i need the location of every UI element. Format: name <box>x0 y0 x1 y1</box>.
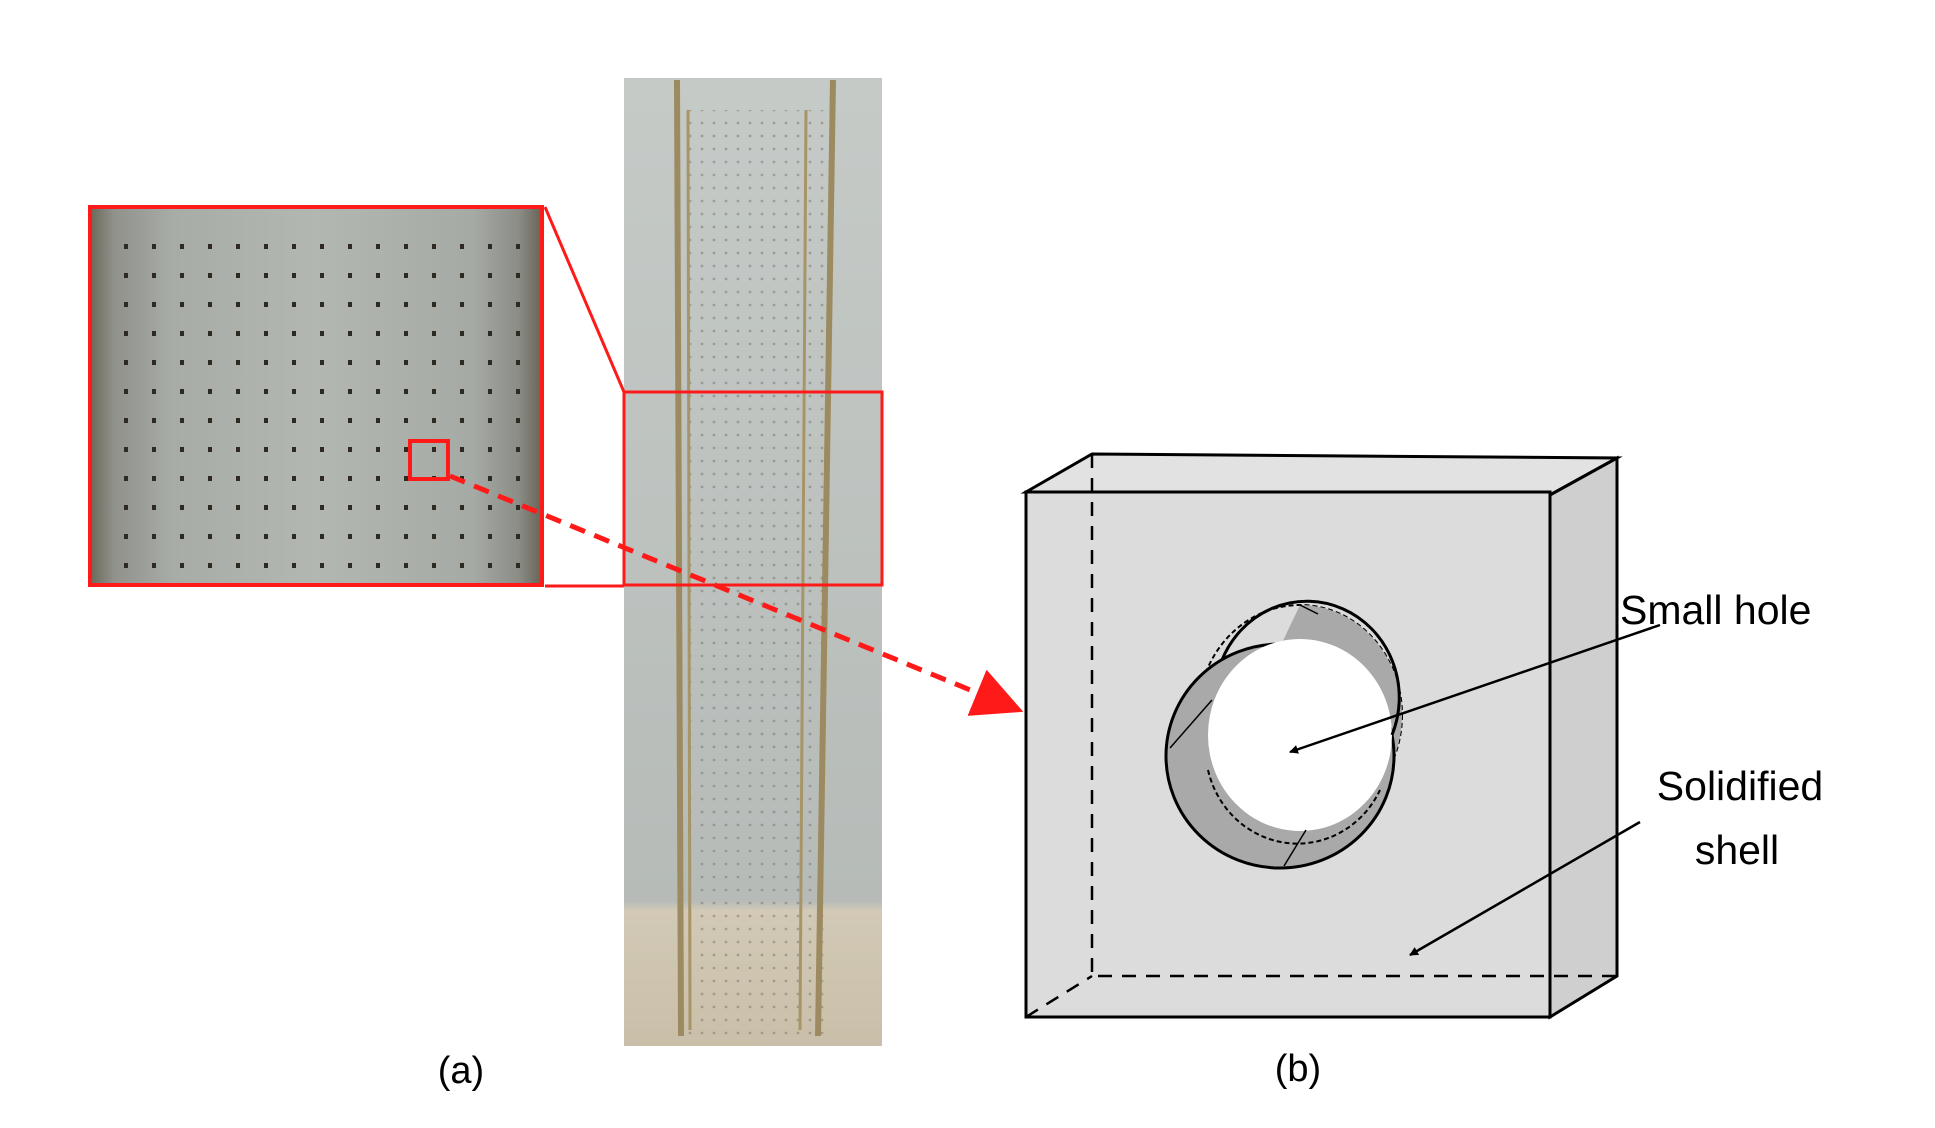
box-hidden-edges <box>1090 454 1617 978</box>
hole-highlight-box <box>408 439 450 481</box>
label-shell: shell <box>1695 827 1779 873</box>
column-photo <box>624 78 882 1046</box>
selection-box <box>622 390 884 587</box>
column-rod-right <box>815 79 836 1037</box>
zoom-frame <box>88 205 544 587</box>
tube-seam-bottom <box>1283 829 1307 867</box>
tube-seam-left <box>1169 699 1213 749</box>
dashed-arrow <box>449 473 1024 716</box>
hole-inner-dashed-arc <box>1207 769 1381 845</box>
box-hidden-edge-diagonal <box>1025 974 1093 1019</box>
shell-pointer <box>1409 820 1641 957</box>
hole-opening <box>1208 639 1392 831</box>
column-rod-left <box>674 79 684 1037</box>
zoom-connector-top <box>543 206 626 393</box>
hole-inner-solid-arc <box>1220 599 1401 736</box>
label-solidified: Solidified <box>1657 763 1823 809</box>
column-rod-inner-left <box>686 109 692 1031</box>
box-top-face <box>1020 452 1623 497</box>
zoom-perforations <box>104 220 524 580</box>
zoom-inset <box>88 205 544 587</box>
small-hole-pointer <box>1289 623 1661 754</box>
caption-b: (b) <box>1275 1048 1321 1090</box>
label-small-hole: Small hole <box>1620 587 1811 633</box>
tube-seam-top <box>1299 604 1319 615</box>
box-side-face <box>1548 455 1619 1020</box>
shell-schematic <box>1020 452 1661 1020</box>
column-rod-inner-right <box>798 109 808 1031</box>
caption-a: (a) <box>438 1050 484 1092</box>
